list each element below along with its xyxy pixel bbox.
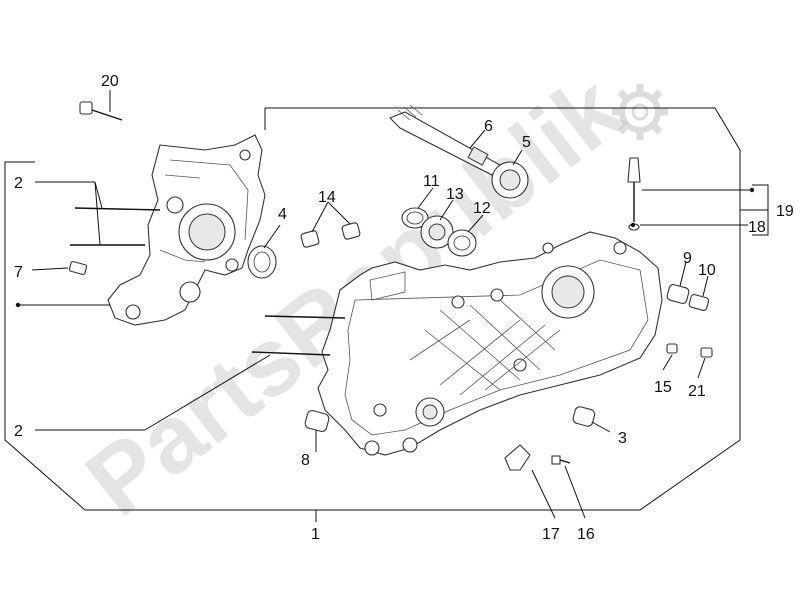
callout-9: 9: [683, 250, 692, 267]
leader-lines: [18, 90, 769, 522]
assembly-frame: [4, 107, 741, 511]
callout-21: 21: [688, 383, 706, 400]
left-crankcase-half: [107, 134, 266, 326]
callout-19: 19: [776, 203, 794, 220]
callout-1: 1: [311, 526, 320, 543]
callout-18: 18: [748, 219, 766, 236]
seal-12: [447, 229, 477, 257]
callout-5: 5: [522, 134, 531, 151]
bushing-8: [304, 410, 330, 432]
callout-20: 20: [101, 73, 119, 90]
bushing-3: [572, 406, 596, 427]
callout-labels: 1 2 2 3 4 5 6 7 8 9 10 11 12 13 14 15 16…: [14, 73, 794, 543]
seal-4: [247, 245, 277, 279]
callout-14: 14: [318, 189, 336, 206]
bearing-5: [491, 161, 529, 199]
callout-6: 6: [484, 118, 493, 135]
callout-11: 11: [423, 173, 440, 190]
bushings-14: [300, 222, 361, 248]
callout-4: 4: [278, 206, 287, 223]
studs-2-upper: [70, 207, 161, 246]
callout-2: 2: [14, 423, 23, 440]
pin-10: [688, 293, 710, 311]
bolt-20: [79, 101, 123, 121]
watermark-gear-icon: [612, 84, 668, 140]
bushing-9: [666, 284, 690, 304]
callout-10: 10: [698, 262, 716, 279]
callout-13: 13: [446, 186, 464, 203]
main-crankcase: [317, 231, 663, 456]
bearing-13: [420, 215, 454, 249]
callout-17: 17: [542, 526, 560, 543]
callout-16: 16: [577, 526, 595, 543]
callout-2: 2: [14, 175, 23, 192]
bracket-17: [504, 444, 531, 471]
leader-dots: [15, 187, 755, 308]
callout-3: 3: [618, 430, 627, 447]
dipstick-18: [627, 157, 641, 231]
pin-7: [68, 260, 88, 276]
callout-15: 15: [654, 379, 672, 396]
pin-21: [700, 347, 713, 358]
circlip-11: [401, 207, 429, 229]
callout-8: 8: [301, 452, 310, 469]
screw-16: [551, 455, 571, 465]
pin-15: [666, 343, 678, 354]
studs-2-lower: [251, 315, 346, 356]
callout-12: 12: [473, 200, 491, 217]
callout-7: 7: [14, 264, 23, 281]
